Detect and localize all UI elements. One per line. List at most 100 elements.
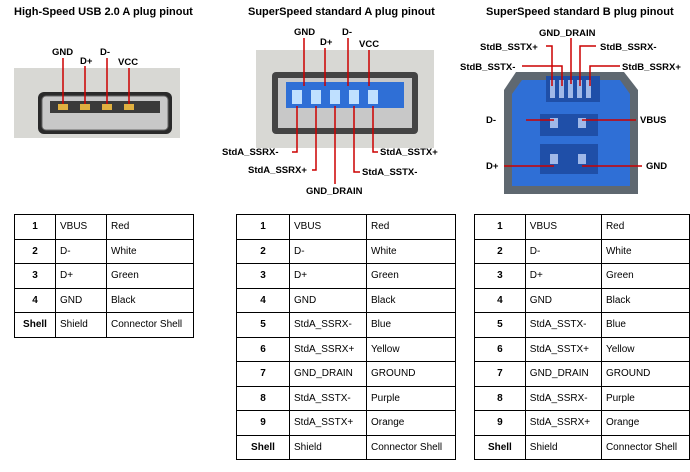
- signal-name-cell: VBUS: [55, 214, 107, 240]
- wire-color-cell: Black: [600, 287, 690, 313]
- dplus-contact: [80, 104, 90, 110]
- ssa-dminus-label: D-: [342, 27, 352, 38]
- wire-color-cell: Black: [106, 287, 194, 313]
- wire-color-cell: Green: [106, 263, 194, 289]
- ssa-gnd-drain-label: GND_DRAIN: [306, 186, 363, 197]
- pin-number-cell: 6: [236, 336, 290, 362]
- pin-number-cell: 3: [236, 263, 290, 289]
- pin-number-cell: 2: [236, 238, 290, 264]
- signal-name-cell: StdA_SSTX+: [289, 410, 367, 436]
- wire-color-cell: Green: [366, 263, 456, 289]
- usb2-a-title: High-Speed USB 2.0 A plug pinout: [14, 6, 193, 18]
- wire-color-cell: Yellow: [600, 336, 690, 362]
- wire-color-cell: Orange: [366, 410, 456, 436]
- usb2-gnd-label: GND: [52, 47, 73, 58]
- pin-number-cell: 8: [474, 385, 526, 411]
- ssa-vcc-label: VCC: [359, 39, 379, 50]
- ssb-vbus-label: VBUS: [640, 115, 666, 126]
- ssa-dplus-label: D+: [320, 37, 333, 48]
- ssb-gnd-drain-label: GND_DRAIN: [539, 28, 596, 39]
- signal-name-cell: StdA_SSRX+: [289, 336, 367, 362]
- signal-name-cell: StdA_SSTX-: [524, 312, 602, 338]
- pin-number-cell: 5: [474, 312, 526, 338]
- wire-color-cell: Connector Shell: [366, 434, 456, 460]
- ss-b-title: SuperSpeed standard B plug pinout: [486, 6, 674, 18]
- wire-color-cell: Red: [366, 214, 456, 240]
- signal-name-cell: D-: [55, 238, 107, 264]
- pin-number-cell: 2: [14, 238, 56, 264]
- wire-color-cell: GROUND: [366, 361, 456, 387]
- signal-name-cell: StdA_SSRX+: [524, 410, 602, 436]
- usb2-dminus-label: D-: [100, 47, 110, 58]
- wire-color-cell: Connector Shell: [600, 434, 690, 460]
- wire-color-cell: White: [106, 238, 194, 264]
- ssb-dminus-label: D-: [486, 115, 496, 126]
- wire-color-cell: GROUND: [600, 361, 690, 387]
- ssa-gnd-label: GND: [294, 27, 315, 38]
- wire-color-cell: Blue: [600, 312, 690, 338]
- pin-number-cell: 3: [14, 263, 56, 289]
- signal-name-cell: GND: [55, 287, 107, 313]
- signal-name-cell: Shield: [55, 312, 107, 338]
- pin-number-cell: Shell: [474, 434, 526, 460]
- signal-name-cell: D+: [524, 263, 602, 289]
- pin-number-cell: 2: [474, 238, 526, 264]
- ssb-gnd-label: GND: [646, 161, 667, 172]
- signal-name-cell: D+: [55, 263, 107, 289]
- pin-number-cell: 4: [14, 287, 56, 313]
- ssb-dplus-label: D+: [486, 161, 499, 172]
- gnd-contact: [58, 104, 68, 110]
- signal-name-cell: GND_DRAIN: [289, 361, 367, 387]
- wire-color-cell: Purple: [600, 385, 690, 411]
- signal-name-cell: GND: [524, 287, 602, 313]
- pin-number-cell: 9: [474, 410, 526, 436]
- signal-name-cell: GND_DRAIN: [524, 361, 602, 387]
- signal-name-cell: GND: [289, 287, 367, 313]
- wire-color-cell: White: [366, 238, 456, 264]
- signal-name-cell: D-: [289, 238, 367, 264]
- pin-number-cell: Shell: [236, 434, 290, 460]
- signal-name-cell: StdA_SSRX-: [289, 312, 367, 338]
- pin-number-cell: 4: [236, 287, 290, 313]
- ssa-sstx-minus-label: StdA_SSTX-: [362, 167, 417, 178]
- ssb-sstx-plus-label: StdB_SSTX+: [480, 42, 538, 53]
- pin-number-cell: 4: [474, 287, 526, 313]
- vcc-contact: [124, 104, 134, 110]
- usb2-a-plug-diagram: GND D+ D- VCC: [14, 47, 180, 138]
- pin-number-cell: 5: [236, 312, 290, 338]
- ss-a-plug-diagram: GND D+ D- VCC StdA_SSRX- StdA_SSRX+ GND_…: [222, 27, 438, 197]
- signal-name-cell: Shield: [289, 434, 367, 460]
- wire-color-cell: Blue: [366, 312, 456, 338]
- pin-number-cell: 3: [474, 263, 526, 289]
- signal-name-cell: StdA_SSRX-: [524, 385, 602, 411]
- wire-color-cell: Orange: [600, 410, 690, 436]
- pin-number-cell: Shell: [14, 312, 56, 338]
- ssb-ssrx-plus-label: StdB_SSRX+: [622, 62, 681, 73]
- dminus-contact: [102, 104, 112, 110]
